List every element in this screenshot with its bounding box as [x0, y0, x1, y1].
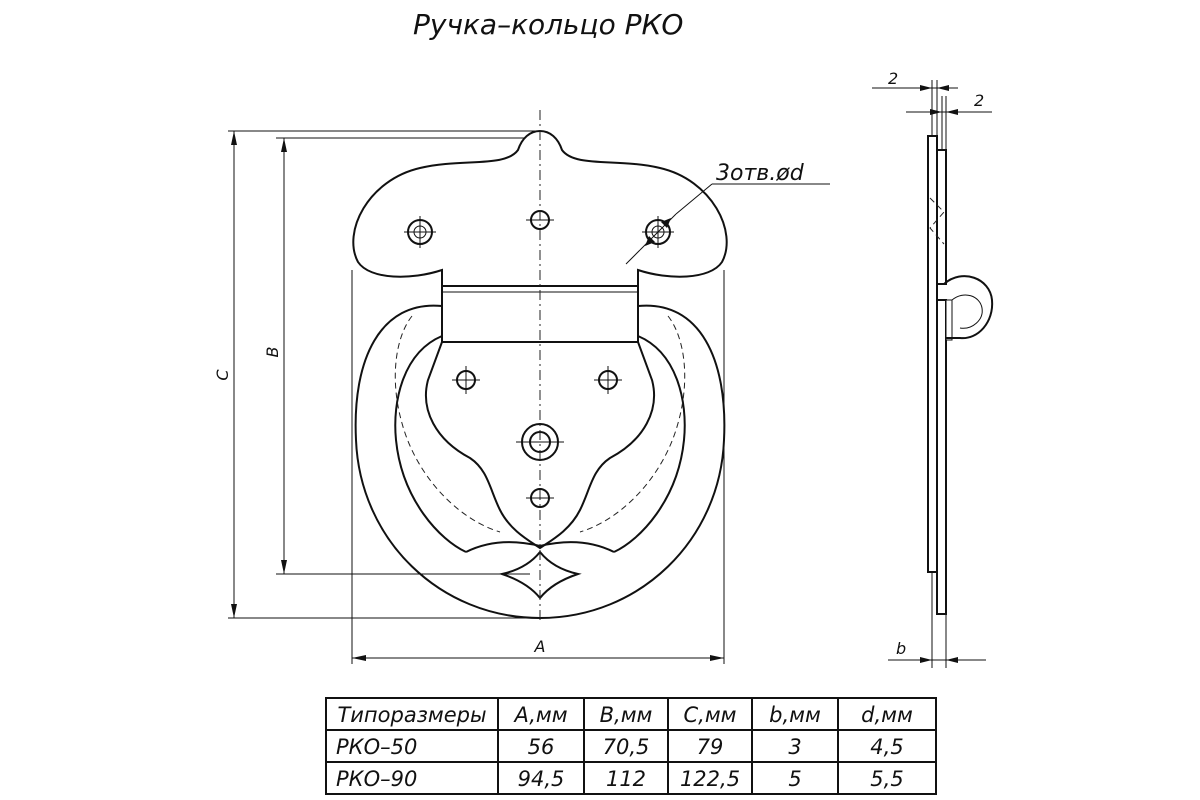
- dimension-c: C: [213, 130, 540, 619]
- dimension-top-2: 2: [906, 91, 992, 115]
- size-table: Типоразмеры A,мм B,мм C,мм b,мм d,мм РКО…: [325, 697, 937, 795]
- label-b: B: [263, 347, 282, 358]
- table-header-2: B,мм: [600, 703, 653, 727]
- side-plate-back: [927, 135, 938, 573]
- ring-inner-right: [613, 335, 686, 553]
- label-holes: 3отв.ød: [716, 161, 805, 186]
- side-hidden-rivet: [929, 197, 945, 245]
- table-header-4: b,мм: [769, 703, 821, 727]
- side-plate-top: [936, 149, 947, 285]
- table-header-0: Типоразмеры: [337, 703, 486, 727]
- table-cell-1-0: РКО–90: [336, 767, 417, 791]
- dimension-holes: 3отв.ød: [625, 161, 830, 265]
- table-cell-1-1: 94,5: [518, 767, 565, 791]
- side-ring-loop: [943, 275, 994, 340]
- label-c: C: [213, 369, 232, 381]
- side-hinge-tab: [945, 299, 953, 341]
- label-small-b: b: [896, 639, 906, 658]
- table-cell-0-4: 3: [788, 735, 801, 759]
- table-cell-0-2: 70,5: [603, 735, 650, 759]
- ring-inner: [394, 335, 467, 553]
- table-cell-0-5: 4,5: [870, 735, 903, 759]
- side-view: [927, 80, 994, 668]
- label-a: A: [534, 637, 546, 656]
- dimension-b: B: [263, 137, 530, 575]
- table-cell-1-4: 5: [788, 767, 801, 791]
- dimension-small-b: b: [888, 639, 986, 663]
- side-ring-loop-inner: [951, 294, 983, 329]
- table-header-1: A,мм: [512, 703, 567, 727]
- table-cell-1-5: 5,5: [870, 767, 903, 791]
- table-cell-1-2: 112: [606, 767, 646, 791]
- drawing-title: Ручка–кольцо РКО: [413, 8, 683, 41]
- table-cell-0-0: РКО–50: [336, 735, 417, 759]
- dimension-a: A: [351, 270, 725, 664]
- label-top-1: 2: [888, 69, 898, 88]
- table-cell-1-3: 122,5: [680, 767, 740, 791]
- table-cell-0-3: 79: [697, 735, 724, 759]
- dimension-top-1: 2: [872, 69, 958, 91]
- ring-hidden-left: [394, 315, 501, 533]
- table-cell-0-1: 56: [528, 735, 555, 759]
- table-header-3: C,мм: [683, 703, 736, 727]
- front-view: [352, 110, 728, 620]
- table-header-5: d,мм: [861, 703, 913, 727]
- side-plate-bottom: [936, 299, 947, 615]
- label-top-2: 2: [974, 91, 984, 110]
- ring-hidden-right: [579, 315, 686, 533]
